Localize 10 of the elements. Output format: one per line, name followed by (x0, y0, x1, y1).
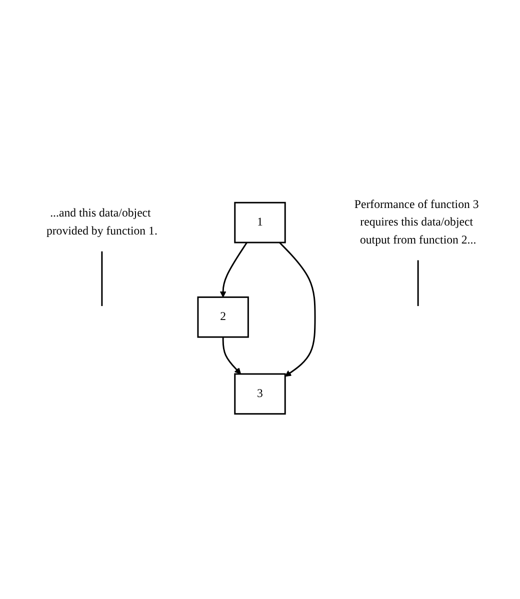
arrow (222, 337, 242, 374)
node-box: 2 (197, 296, 249, 338)
node-box: 1 (234, 202, 286, 244)
arrow (220, 242, 248, 298)
node-text: ...and this data/object provided by function 1. (46, 207, 158, 238)
node-box: 3 (234, 373, 286, 415)
connector (101, 252, 103, 306)
arrow (279, 242, 316, 377)
node-text: Performance of function 3 requires this data/object output from function 2... (354, 198, 479, 246)
connector (417, 260, 419, 306)
